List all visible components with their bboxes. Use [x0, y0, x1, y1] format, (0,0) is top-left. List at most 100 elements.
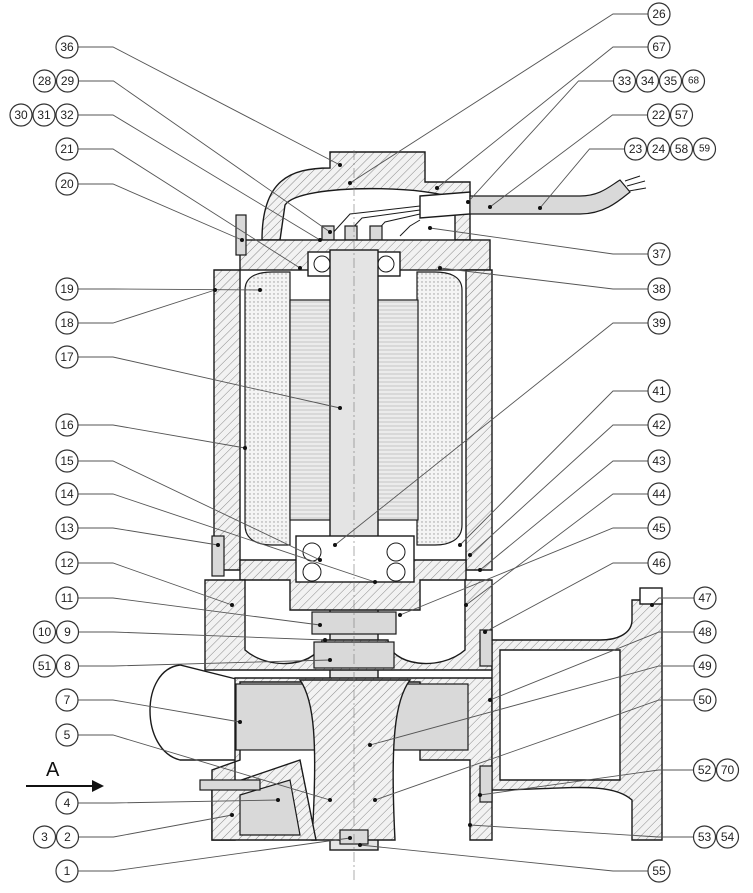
callout-circle [32, 654, 57, 678]
stator-right [416, 271, 463, 546]
callout-circle [55, 516, 79, 540]
leader-line-c49 [369, 665, 694, 746]
callout-circle [693, 620, 717, 644]
callout-circle [55, 654, 80, 678]
callout-circle [715, 825, 740, 849]
callout-circle [32, 825, 57, 849]
callout-circle [55, 482, 79, 506]
callout-number: 42 [652, 418, 666, 432]
callout-c26: 26 [647, 2, 671, 26]
casing-bolt [479, 765, 493, 803]
callout-number: 54 [721, 830, 735, 844]
callout-circle [647, 449, 671, 473]
callout-c18: 18 [55, 311, 79, 335]
callout-circle [669, 137, 694, 161]
callout-number: 15 [60, 454, 74, 468]
callout-c11: 11 [55, 586, 79, 610]
callout-c49: 49 [693, 654, 717, 678]
leader-point [333, 543, 337, 547]
leader-line-c15 [78, 460, 321, 561]
leader-point [298, 266, 302, 270]
callout-circle [55, 723, 79, 747]
callout-number: 32 [60, 108, 74, 122]
callout-number: 39 [652, 316, 666, 330]
discharge-flange-lip [639, 587, 663, 605]
leader-line-c30-32 [78, 114, 321, 241]
callout-number: 58 [675, 142, 689, 156]
leader-point [468, 553, 472, 557]
callout-circle [55, 277, 79, 301]
callout-c50: 50 [693, 688, 717, 712]
callout-circle [647, 516, 671, 540]
motor-housing-right [465, 269, 493, 571]
leader-point [483, 630, 487, 634]
leader-line-c7 [78, 699, 241, 723]
callout-c21: 21 [55, 137, 79, 161]
leader-line-c51-8 [78, 659, 331, 667]
leader-point [538, 206, 542, 210]
callout-circle [658, 69, 683, 93]
leader-line-c11 [78, 597, 321, 626]
cable-gland [419, 191, 471, 219]
callout-c45: 45 [647, 516, 671, 540]
callout-number: 18 [60, 316, 74, 330]
leader-point [478, 568, 482, 572]
wear-plate [239, 779, 301, 836]
callout-number: 43 [652, 454, 666, 468]
leader-line-c14 [78, 493, 376, 583]
leader-point [358, 843, 362, 847]
callout-number: 1 [64, 864, 71, 878]
callout-circle [646, 103, 671, 127]
callout-number: 14 [60, 487, 74, 501]
callout-number: 17 [60, 350, 74, 364]
callout-number: 13 [60, 521, 74, 535]
callout-circle [55, 791, 79, 815]
callout-circle [646, 137, 671, 161]
leader-line-c13 [78, 527, 219, 546]
callout-circle [647, 277, 671, 301]
callout-circle [635, 69, 660, 93]
callout-circle [681, 69, 706, 93]
leader-point [428, 226, 432, 230]
callout-circle [55, 103, 79, 127]
leader-point [398, 613, 402, 617]
callout-c7: 7 [55, 688, 79, 712]
callout-number: 4 [64, 796, 71, 810]
leader-line-c22-57 [489, 114, 648, 208]
callout-circle [55, 172, 79, 196]
leader-point [373, 580, 377, 584]
callout-number: 36 [60, 40, 74, 54]
leader-point [338, 163, 342, 167]
leader-point [478, 793, 482, 797]
callout-number: 68 [688, 76, 700, 87]
leader-line-c18 [78, 289, 216, 324]
callout-c41: 41 [647, 379, 671, 403]
leader-line-c45 [399, 527, 648, 616]
callout-c43: 43 [647, 449, 671, 473]
leader-line-c1 [78, 837, 351, 872]
callout-circle [55, 586, 79, 610]
callout-circle [647, 311, 671, 335]
callout-number: 31 [37, 108, 51, 122]
callout-c44: 44 [647, 482, 671, 506]
callout-c46: 46 [647, 551, 671, 575]
leader-line-c50 [374, 699, 694, 801]
leader-line-c55 [359, 844, 648, 872]
discharge-channel [499, 649, 621, 781]
callout-circle [55, 137, 79, 161]
leader-line-c52-70 [479, 769, 694, 796]
callout-number: 20 [60, 177, 74, 191]
callout-number: 34 [641, 74, 655, 88]
leader-line-c3-2 [78, 814, 233, 838]
leader-line-c21 [78, 148, 301, 269]
leader-point [488, 698, 492, 702]
leader-point [348, 836, 352, 840]
internal-wires [329, 205, 421, 237]
leader-point [650, 603, 654, 607]
leader-point [328, 798, 332, 802]
leader-line-c28-29 [78, 80, 331, 233]
cooling-jacket [149, 664, 241, 761]
